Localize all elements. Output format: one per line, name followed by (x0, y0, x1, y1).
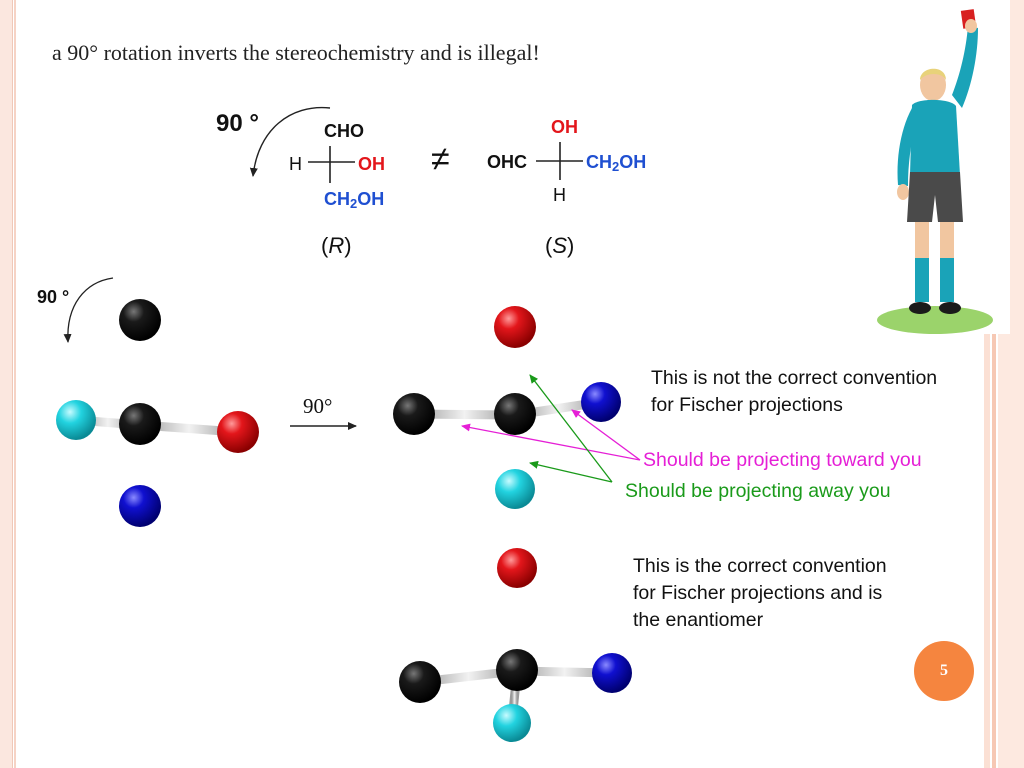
fischer-s-right-substituent: CH2OH (586, 152, 647, 175)
fischer-s-bottom-substituent: H (553, 185, 566, 205)
fischer-s-cross (536, 142, 583, 180)
rotation-arrow-top (249, 106, 331, 177)
fischer-s-left-substituent: OHC (487, 152, 527, 172)
referee-illustration (872, 0, 1010, 334)
toward-arrows (461, 409, 641, 461)
config-r-label: (R) (321, 233, 352, 258)
left-border-decoration (0, 0, 13, 768)
fischer-s-top-substituent: OH (551, 117, 578, 137)
correct-convention-note: This is the correct convention for Fisch… (633, 555, 887, 631)
left-border-line (14, 0, 16, 768)
fischer-r-top-substituent: CHO (324, 121, 364, 141)
away-arrows (529, 374, 613, 483)
rotation-arrow-model (63, 277, 114, 343)
toward-you-note: Should be projecting toward you (643, 449, 922, 471)
molecule-model-rotated (393, 306, 621, 509)
model-rotation-label: 90 ° (37, 287, 70, 307)
slide-title: a 90° rotation inverts the stereochemist… (52, 40, 540, 65)
rotate-arrow-label: 90° (303, 394, 333, 418)
rotation-label-top: 90 ° (216, 110, 259, 137)
not-equal-symbol: ≠ (431, 140, 450, 178)
fischer-r-cross (308, 146, 355, 183)
page-number-badge: 5 (914, 641, 974, 701)
fischer-r-bottom-substituent: CH2OH (324, 189, 385, 212)
fischer-r-right-substituent: OH (358, 154, 385, 174)
molecule-model-correct (399, 548, 632, 742)
incorrect-convention-note: This is not the correct convention for F… (651, 367, 938, 416)
away-you-note: Should be projecting away you (625, 480, 891, 502)
fischer-r-left-substituent: H (289, 154, 302, 174)
molecule-model-left (56, 299, 259, 527)
config-s-label: (S) (545, 233, 575, 258)
